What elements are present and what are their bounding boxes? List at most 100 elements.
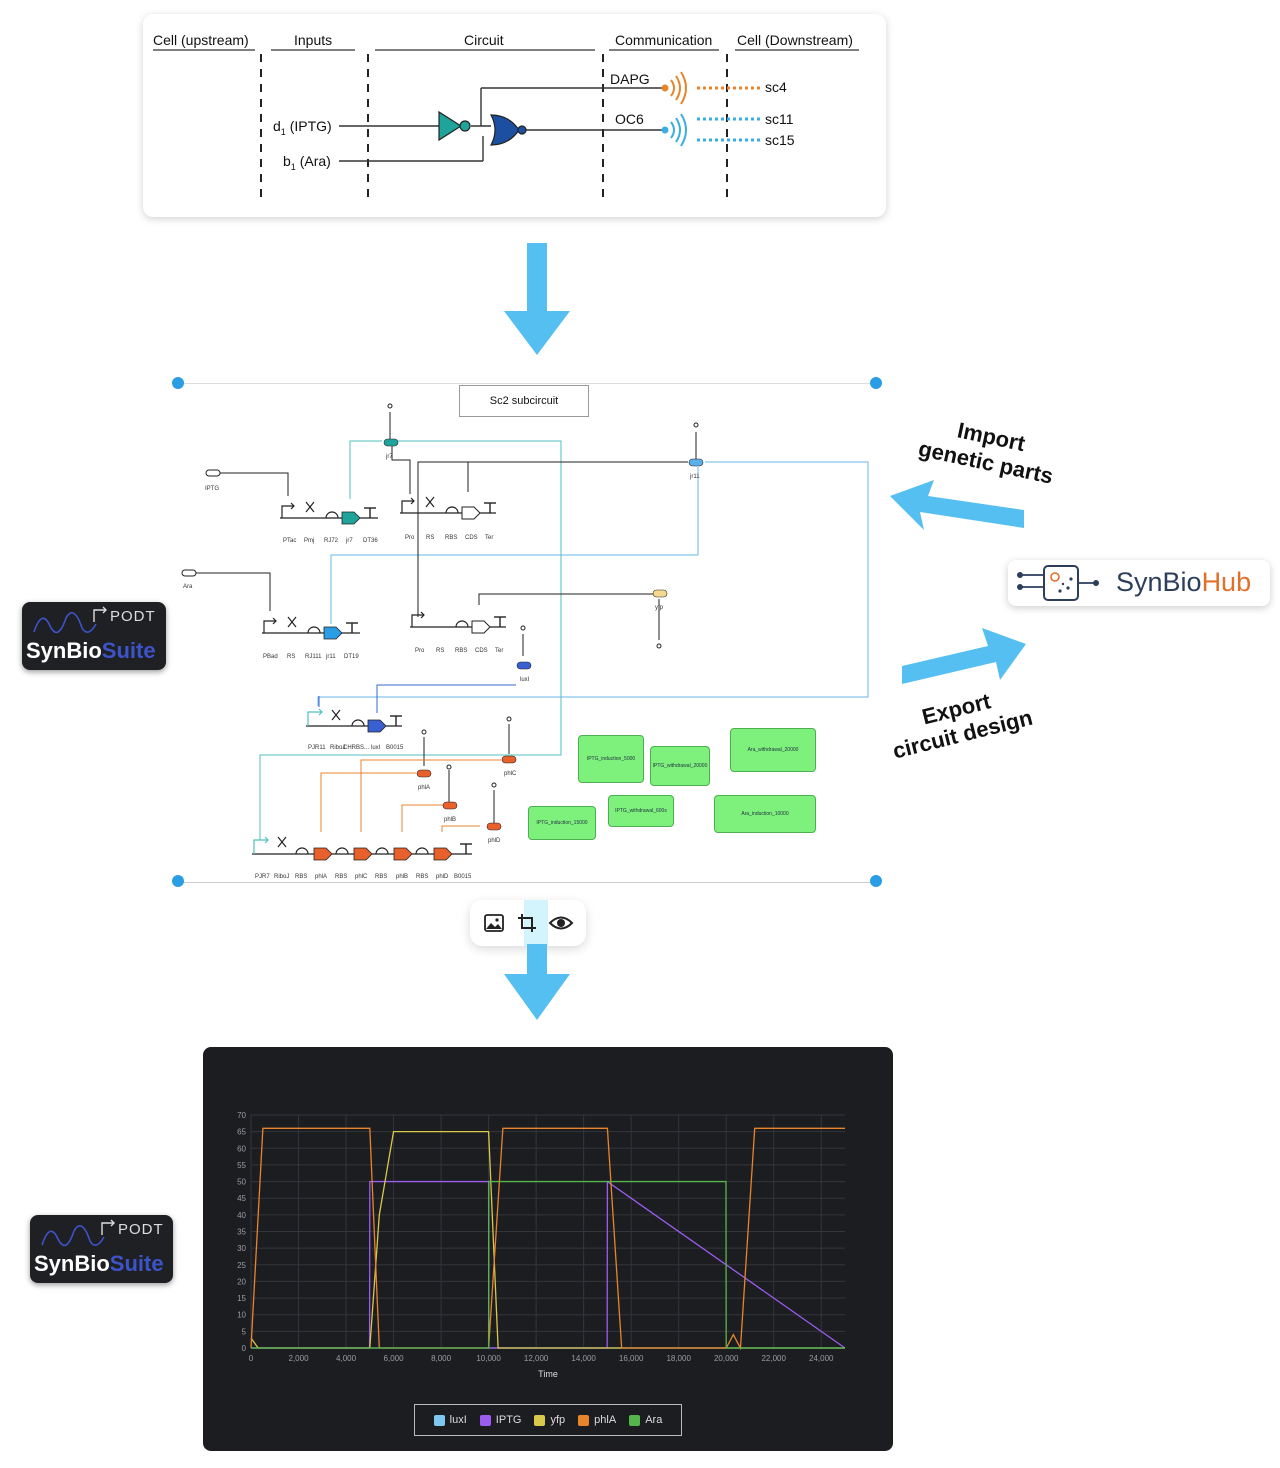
y-tick-label: 65 xyxy=(237,1128,246,1137)
protein-label-yfp: yfp xyxy=(655,605,664,611)
part-label: DT36 xyxy=(363,538,378,544)
selection-handle-top-right[interactable] xyxy=(870,377,882,389)
part-label: RBS xyxy=(445,535,458,541)
legend-item-phla[interactable]: phlA xyxy=(578,1414,616,1426)
logo-text-synbio: SynBio xyxy=(26,638,102,663)
protein-label-jr7: jr7 xyxy=(386,454,393,460)
column-header-circuit: Circuit xyxy=(464,32,504,48)
synbiohub-logo-card[interactable]: SynBioHub xyxy=(1008,560,1270,606)
x-tick-label: 18,000 xyxy=(666,1354,691,1363)
selection-handle-bottom-right[interactable] xyxy=(870,875,882,887)
legend-label: yfp xyxy=(550,1414,566,1426)
legend-item-yfp[interactable]: yfp xyxy=(534,1414,565,1426)
protein-label-phlc: phlC xyxy=(504,771,517,777)
logo-text-suite: Suite xyxy=(101,638,156,663)
y-tick-label: 25 xyxy=(237,1261,246,1270)
x-tick-label: 4,000 xyxy=(336,1354,357,1363)
receiver-label-sc4: sc4 xyxy=(765,79,787,95)
event-box[interactable]: IPTG_induction_5000 xyxy=(578,735,644,783)
logo-text-suite: Suite xyxy=(109,1251,164,1276)
synbiosuite-wave-icon xyxy=(33,606,107,634)
event-box[interactable]: IPTG_induction_15000 xyxy=(528,806,596,840)
y-tick-label: 45 xyxy=(237,1194,246,1203)
y-tick-label: 30 xyxy=(237,1244,246,1253)
y-tick-label: 40 xyxy=(237,1211,246,1220)
part-label: RS xyxy=(426,535,435,541)
export-label: Export circuit design xyxy=(890,688,1035,764)
series-line-ara xyxy=(251,1180,845,1349)
logo-text-synbio: SynBio xyxy=(34,1251,110,1276)
part-label: RBS xyxy=(335,874,348,880)
part-label: phlC xyxy=(355,874,368,880)
x-tick-label: 22,000 xyxy=(761,1354,786,1363)
part-label: B0015 xyxy=(454,874,472,880)
y-tick-label: 15 xyxy=(237,1294,246,1303)
protein-label-phla: phlA xyxy=(418,785,431,791)
legend-item-iptg[interactable]: IPTG xyxy=(479,1414,521,1426)
legend-swatch xyxy=(578,1414,590,1426)
synbiosuite-wave-icon xyxy=(41,1219,115,1247)
selection-handle-bottom-left[interactable] xyxy=(172,875,184,887)
part-label: RBS xyxy=(295,874,308,880)
x-tick-label: 0 xyxy=(249,1354,254,1363)
event-box[interactable]: Ara_induction_10000 xyxy=(714,795,816,833)
event-box[interactable]: IPTG_withdrawal_20000 xyxy=(650,746,710,786)
receiver-label-sc11: sc11 xyxy=(765,111,794,127)
part-label: luxI xyxy=(371,745,381,751)
down-arrow-2 xyxy=(504,944,570,1020)
synbiosuite-logo-bottom: SynBioSuite PODT xyxy=(30,1215,173,1283)
protein-label-luxi: luxI xyxy=(520,677,530,683)
x-tick-label: 2,000 xyxy=(289,1354,310,1363)
column-header-upstream: Cell (upstream) xyxy=(153,32,249,48)
part-label: CDS xyxy=(475,648,488,654)
y-tick-label: 10 xyxy=(237,1311,246,1320)
part-label: Pro xyxy=(415,648,425,654)
circuit-schematic xyxy=(181,403,869,861)
y-tick-label: 70 xyxy=(237,1111,246,1120)
x-axis-label: Time xyxy=(538,1369,558,1379)
input-label-ara: b1 (Ara) xyxy=(283,153,331,172)
image-toolbar xyxy=(470,900,586,946)
part-label: RJ72 xyxy=(324,538,339,544)
y-tick-label: 20 xyxy=(237,1277,246,1286)
synbiohub-text-hub: Hub xyxy=(1201,567,1252,597)
part-label: phlA xyxy=(315,874,328,880)
x-tick-label: 8,000 xyxy=(431,1354,452,1363)
protein-label-phld: phlD xyxy=(488,838,501,844)
part-label: jr7 xyxy=(346,538,353,544)
part-label: RBS xyxy=(455,648,468,654)
legend-item-ara[interactable]: Ara xyxy=(629,1414,662,1426)
receiver-label-sc15: sc15 xyxy=(765,132,795,148)
part-label: PJR7 xyxy=(255,874,270,880)
input-label-iptg-small: IPTG xyxy=(205,486,220,492)
input-label-iptg: d1 (IPTG) xyxy=(273,118,332,137)
x-tick-label: 20,000 xyxy=(714,1354,739,1363)
event-box[interactable]: Ara_withdrawal_20000 xyxy=(730,728,816,772)
signal-label-dapg: DAPG xyxy=(610,71,650,87)
y-tick-label: 60 xyxy=(237,1144,246,1153)
image-icon[interactable] xyxy=(483,913,505,933)
export-arrow xyxy=(902,628,1026,684)
selection-handle-top-left[interactable] xyxy=(172,377,184,389)
eye-icon[interactable] xyxy=(548,913,574,933)
down-arrow-1 xyxy=(504,243,570,355)
y-tick-label: 55 xyxy=(237,1161,246,1170)
part-label: RiboJ xyxy=(330,745,346,751)
part-label: CDS xyxy=(465,535,478,541)
part-label: Pmj xyxy=(304,538,315,544)
legend-item-luxi[interactable]: luxI xyxy=(433,1414,467,1426)
part-label: phlD xyxy=(436,874,449,880)
part-label: RJ111 xyxy=(305,654,322,660)
series-line-yfp xyxy=(250,1130,845,1349)
event-box[interactable]: IPTG_withdrawal_600s xyxy=(608,795,674,827)
x-tick-label: 6,000 xyxy=(384,1354,405,1363)
subcircuit-title[interactable]: Sc2 subcircuit xyxy=(459,385,589,417)
part-label: Ter xyxy=(495,648,504,654)
part-label: DT19 xyxy=(344,654,359,660)
import-arrow xyxy=(890,480,1024,530)
part-label: jr11 xyxy=(326,654,336,660)
circuit-canvas[interactable]: Sc2 subcircuit IPTG Ara jr7 jr11 yfp lux… xyxy=(178,383,876,883)
column-header-downstream: Cell (Downstream) xyxy=(737,32,853,48)
crop-icon[interactable] xyxy=(516,912,538,934)
